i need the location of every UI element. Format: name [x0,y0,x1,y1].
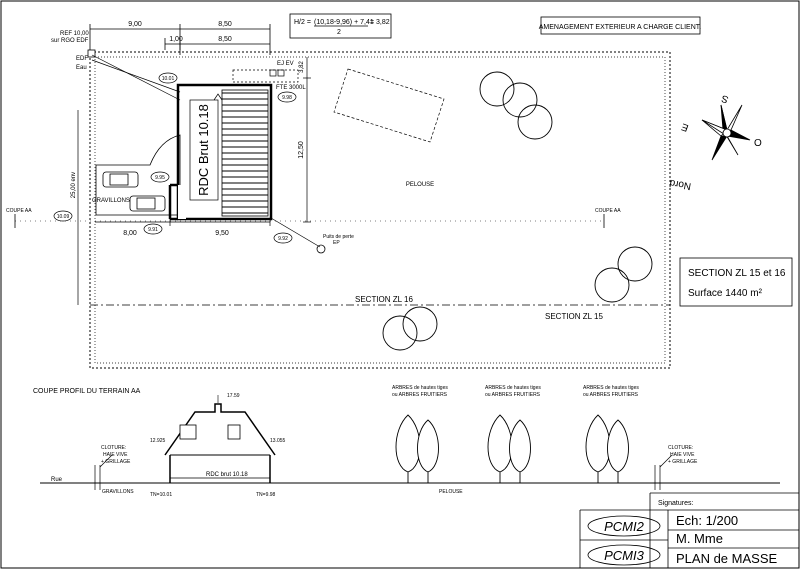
dim-2500: 25,00 env [71,172,77,198]
puits-line2: EP [333,240,340,246]
dim-1250: 12,50 [298,141,305,159]
plan-label: PLAN de MASSE [676,551,777,566]
cloture-left-2: HAIE VIVE [103,452,128,458]
cloture-left-1: CLOTURE: [101,445,126,451]
h-1759: 17.59 [227,393,240,399]
compass-south: S [720,92,730,105]
section-box-line2: Surface 1440 m² [688,288,763,299]
height-formula: H/2 = (10,18-9,96) + 7,41 = 3,82 2 [289,13,392,39]
cloture-right-3: + GRILLAGE [668,459,698,465]
level-998: 9.98 [282,95,292,101]
compass-east: E [680,120,690,133]
puits-line1: Puits de perte [323,234,354,240]
level-1001: 10.01 [162,76,175,82]
arbres-1-line1: ARBRES de hautes tiges [392,385,448,391]
compass-icon [701,104,751,161]
coupe-aa-right: COUPE AA [595,208,621,214]
edf-label: EDF [76,56,88,62]
pcmi2-label: PCMI2 [604,519,645,534]
profile-rdc: RDC brut 10.18 [206,472,248,478]
arbres-2-line1: ARBRES de hautes tiges [485,385,541,391]
compass-west: O [754,138,762,149]
dim-800: 8,00 [123,230,137,237]
utility-lines [91,54,181,101]
plot-boundary [87,49,671,369]
dim-382: 3,82 [299,61,305,73]
title-block [579,492,799,568]
tree-group-2 [487,414,531,483]
tn-left: TN=10.01 [150,492,172,498]
pcmi3-label: PCMI3 [604,548,645,563]
cloture-left-3: + GRILLAGE [101,459,131,465]
cars [102,171,166,212]
level-992: 9.92 [278,236,288,242]
edf-meter-icon [87,49,96,58]
svg-text:H/2 =: H/2 = [294,19,311,26]
dim-100: 1,00 [169,36,183,43]
cloture-right-2: HAIE VIVE [670,452,695,458]
dim-house-bottom [95,218,271,226]
level-markers [53,72,297,244]
cloture-right-1: CLOTURE: [668,445,693,451]
rue-label: Rue [51,477,63,483]
level-1009: 10.09 [57,214,70,220]
arbres-2-line2: ou ARBRES FRUITIERS [485,392,541,398]
svg-text:= 3,82: = 3,82 [370,19,390,26]
fences [94,454,673,490]
dim-850-top: 8,50 [218,21,232,28]
gravillons-label: GRAVILLONS [92,198,130,204]
soakaway-icon [316,244,326,254]
eau-label: Eau [76,65,87,71]
coupe-aa-left: COUPE AA [6,208,32,214]
future-annex [333,68,445,143]
note-text: AMENAGEMENT EXTERIEUR A CHARGE CLIENT. [539,24,702,31]
h-12925: 12.925 [150,438,166,444]
house [168,83,273,221]
trees-plan [382,71,653,351]
tree-group-1 [395,414,439,483]
section-box [679,257,793,307]
signatures-label: Signatures: [658,500,693,507]
profile-title: COUPE PROFIL DU TERRAIN AA [33,388,141,395]
ej-ev-label: EJ EV [277,61,294,67]
section-zl16: SECTION ZL 16 [355,295,413,304]
dim-850-sub: 8,50 [218,36,232,43]
house-elevation [164,403,276,483]
tree-group-3 [585,414,629,483]
svg-text:(10,18-9,96) + 7,41: (10,18-9,96) + 7,41 [314,19,374,26]
level-991: 9.91 [148,227,158,233]
level-995: 9.95 [155,175,165,181]
ref-line2: sur RGO EDF [51,38,89,44]
h-13055: 13.055 [270,438,286,444]
dim-vertical-1250 [303,57,311,223]
dim-950: 9,50 [215,230,229,237]
profile-gravillons: GRAVILLONS [102,489,134,495]
ref-line1: REF 10,00 [60,31,89,37]
profile-pelouse: PELOUSE [439,489,463,495]
arbres-3-line1: ARBRES de hautes tiges [583,385,639,391]
svg-text:2: 2 [337,29,341,36]
arbres-1-line2: ou ARBRES FRUITIERS [392,392,448,398]
pelouse-label: PELOUSE [406,182,434,188]
house-label: RDC Brut 10.18 [196,104,211,196]
septic-tank [232,69,299,83]
note-box [540,16,701,35]
compass-north: Nord [669,177,692,192]
arbres-3-line2: ou ARBRES FRUITIERS [583,392,639,398]
drain-pipe [270,217,321,248]
echelle-label: Ech: 1/200 [676,513,738,528]
fte-label: FTE 3000L [276,85,306,91]
tn-right: TN=9.98 [256,492,276,498]
owner-label: M. Mme [676,531,723,546]
dim-9: 9,00 [128,21,142,28]
section-box-line1: SECTION ZL 15 et 16 [688,268,786,279]
section-zl15: SECTION ZL 15 [545,312,603,321]
